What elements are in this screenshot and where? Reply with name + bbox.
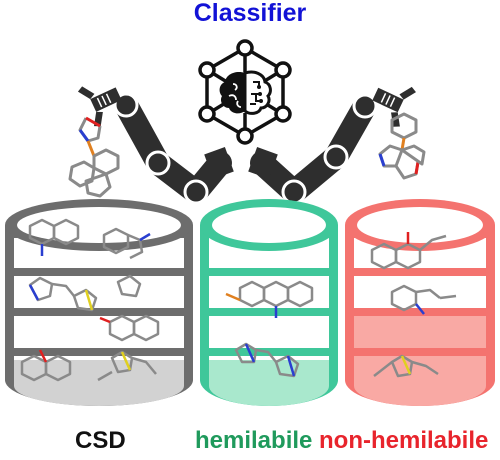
classifier-title: Classifier [193,0,307,27]
molecule-icon-hemilabile [225,280,314,378]
molecule-icon-nonhemilabile [370,232,457,378]
molecule-icon-left-gripper [68,116,120,198]
neural-network-icon [198,39,292,145]
brain-icon [219,70,272,115]
database-icon-nonhemilabile [345,199,495,406]
molecule-icon-csd [20,218,160,382]
molecule-icon-right-gripper [378,112,426,180]
label-csd: CSD [75,427,126,454]
database-icon-csd [5,199,193,406]
label-nonhemilabile: non-hemilabile [319,427,489,454]
label-hemilabile: hemilabile [195,427,313,454]
robot-arm-right [248,86,416,205]
robot-arm-left [77,86,234,205]
